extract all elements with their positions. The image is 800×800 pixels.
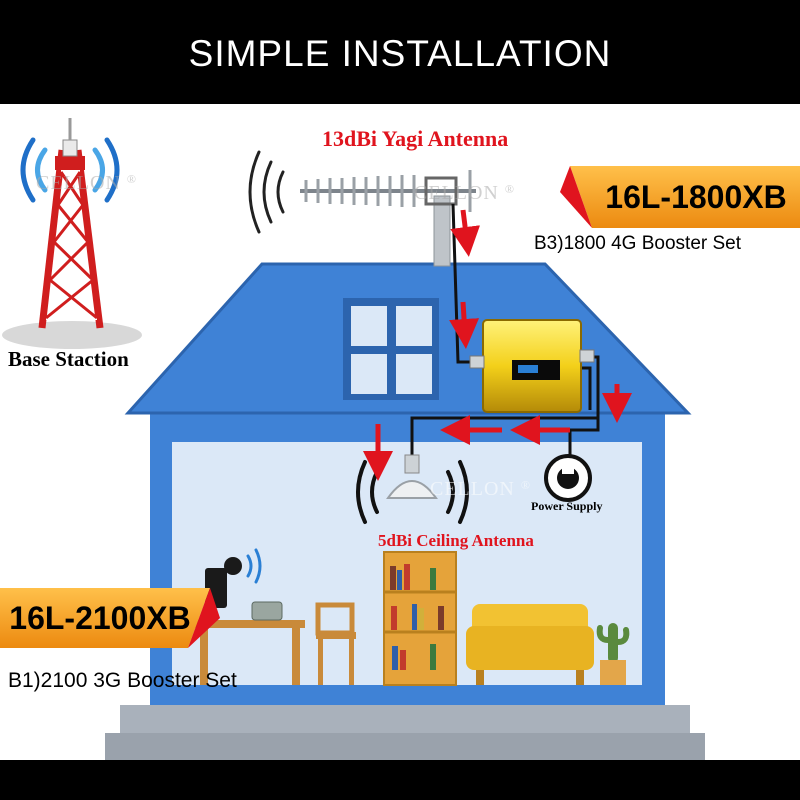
bookshelf <box>383 551 457 686</box>
ceiling-antenna <box>386 454 438 499</box>
model-caption-bottom: B1)2100 3G Booster Set <box>8 669 237 692</box>
cactus-plant <box>596 623 630 685</box>
model-badge-bottom: 16L-2100XB <box>9 599 191 636</box>
signal-flow-arrows <box>363 209 632 481</box>
page-title: SIMPLE INSTALLATION <box>188 33 612 74</box>
model-caption-top: B3)1800 4G Booster Set <box>534 233 742 254</box>
model-badge-top-shape <box>560 166 800 228</box>
desk-and-chair <box>195 601 356 685</box>
signal-booster <box>469 319 595 413</box>
ceiling-antenna-label: 5dBi Ceiling Antenna <box>378 531 534 550</box>
model-badge-top: 16L-1800XB <box>605 178 787 215</box>
yagi-signal-waves <box>248 150 285 234</box>
watermark-room: CELLON ® <box>430 478 532 500</box>
power-supply-label: Power Supply <box>531 499 603 513</box>
yagi-antenna-label: 13dBi Yagi Antenna <box>322 126 509 151</box>
footer-bar <box>0 760 800 800</box>
attic-window <box>343 298 439 400</box>
model-badge-bottom-shape <box>0 588 220 648</box>
base-station-tower <box>2 118 142 349</box>
watermark-yagi: CELLON ® <box>414 182 516 204</box>
header-bar: SIMPLE INSTALLATION <box>0 0 800 104</box>
watermark-tower: CELLON ® <box>36 172 138 194</box>
power-plug <box>544 454 592 502</box>
yagi-antenna <box>300 170 476 267</box>
sofa <box>466 604 594 685</box>
house-steps <box>105 705 705 761</box>
base-station-label: Base Staction <box>8 347 129 371</box>
